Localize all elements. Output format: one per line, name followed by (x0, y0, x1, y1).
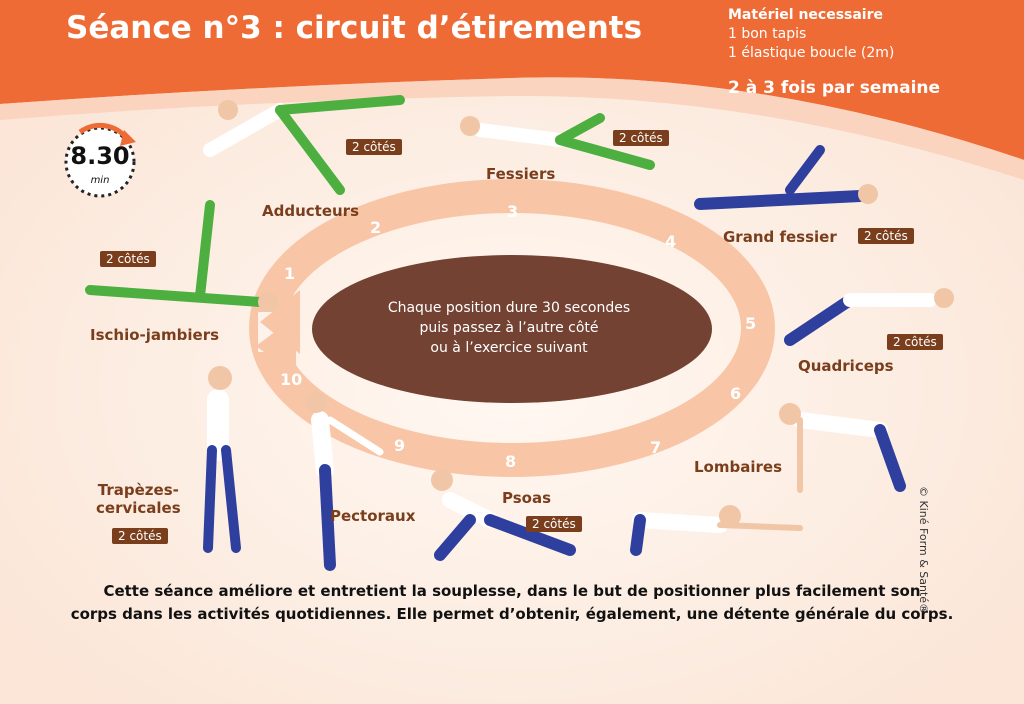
badge-psoas: 2 côtés (526, 516, 582, 532)
step-number: 1 (284, 264, 296, 283)
center-line: puis passez à l’autre côté (419, 320, 599, 336)
figure-fessiers (460, 113, 655, 170)
exercise-label-adducteurs: Adducteurs (262, 202, 360, 220)
step-number: 9 (394, 436, 406, 455)
step-number: 5 (745, 314, 757, 333)
arrow-head-lower (256, 316, 296, 376)
badge-ischio: 2 côtés (100, 251, 156, 267)
figure-pectoraux (305, 391, 384, 571)
figure-grand-fessier (694, 145, 878, 210)
exercise-label-grand-fessier: Grand fessier (723, 228, 837, 246)
center-ellipse (312, 255, 712, 403)
center-line: Chaque position dure 30 secondes (387, 300, 631, 316)
timer-icon (64, 122, 136, 198)
exercise-label-psoas: Psoas (502, 489, 552, 507)
badge-quadriceps: 2 côtés (887, 334, 943, 350)
badge-trapezes: 2 côtés (112, 528, 168, 544)
figure-lombaires (779, 403, 906, 493)
step-number: 7 (650, 438, 662, 457)
step-number: 6 (730, 384, 742, 403)
exercise-label-pectoraux: Pectoraux (330, 507, 416, 525)
exercise-label-ischio: Ischio-jambiers (90, 326, 220, 344)
center-instructions: Chaque position dure 30 secondes puis pa… (316, 298, 702, 358)
page-title: Séance n°3 : circuit d’étirements (66, 10, 643, 46)
header-band (0, 0, 1024, 160)
figure-adducteurs (203, 95, 405, 195)
header-wave (0, 77, 1024, 180)
figure-trapezes (203, 366, 241, 553)
materiel-item: 1 bon tapis (728, 26, 807, 42)
exercise-label-quadriceps: Quadriceps (798, 357, 894, 375)
frequency-text: 2 à 3 fois par semaine (728, 78, 941, 98)
exercise-label-trapezes: Trapèzes- cervicales (96, 481, 181, 517)
figure-step7 (630, 505, 803, 556)
step-number: 3 (507, 202, 519, 221)
materiel-block: Matériel necessaire 1 bon tapis 1 élasti… (728, 6, 894, 63)
copyright: © Kiné Form & Santé® (917, 486, 930, 615)
footer-line: Cette séance améliore et entretient la s… (103, 582, 921, 600)
center-line: ou à l’exercice suivant (430, 340, 588, 356)
exercise-label-fessiers: Fessiers (486, 165, 556, 183)
step-number: 2 (370, 218, 382, 237)
figure-psoas (431, 469, 576, 561)
timer-unit: min (90, 175, 110, 186)
step-number: 10 (280, 370, 303, 389)
figure-quadriceps (784, 288, 954, 346)
exercise-label-lombaires: Lombaires (694, 458, 782, 476)
badge-grand-fessier: 2 côtés (858, 228, 914, 244)
materiel-title: Matériel necessaire (728, 7, 884, 23)
badge-adducteurs: 2 côtés (346, 139, 402, 155)
badge-fessiers: 2 côtés (613, 130, 669, 146)
step-number: 4 (665, 232, 677, 251)
timer-value: 8.30 (70, 142, 130, 170)
label-line: cervicales (96, 499, 181, 517)
footer-line: corps dans les activités quotidiennes. E… (70, 605, 954, 623)
materiel-item: 1 élastique boucle (2m) (728, 45, 895, 61)
footer-text: Cette séance améliore et entretient la s… (60, 580, 964, 626)
label-line: Trapèzes- (97, 481, 179, 499)
step-number: 8 (505, 452, 517, 471)
figure-ischio (85, 200, 278, 312)
